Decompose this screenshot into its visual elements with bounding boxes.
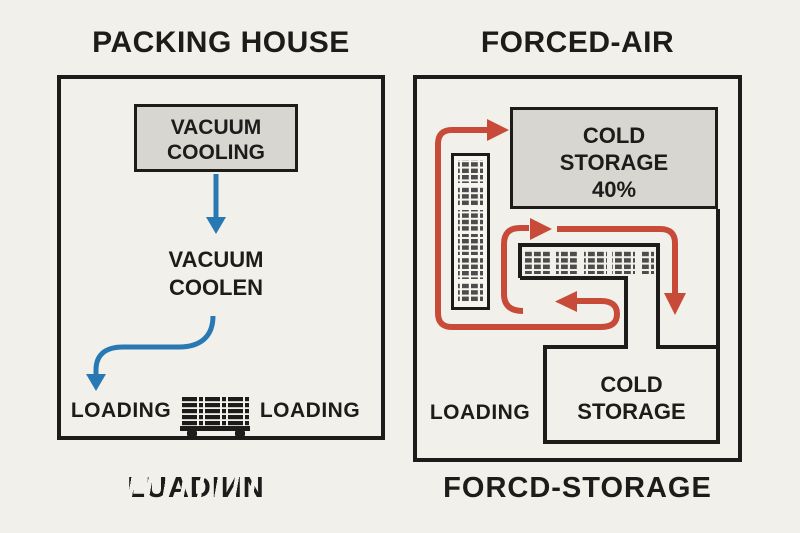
red-airflow-arrows [435,119,686,330]
packing-house-panel: VACUUM COOLING VACUUM COOLEN LOADING LOA… [57,75,385,440]
blue-down-arrow-icon [206,174,226,234]
cold-storage-room-label: COLD STORAGE [577,372,686,424]
packing-house-diagram [86,174,250,436]
right-caption: FORCD-STORAGE [443,472,712,504]
cold-storage-40-box: COLD STORAGE 40% [510,107,718,209]
pallet-row-icon [524,250,654,274]
loading-left-label: LOADING [70,399,172,422]
fan-coil-icon [451,153,490,310]
interior-walls [518,209,720,444]
vacuum-cooling-box: VACUUM COOLING [134,104,298,172]
loading-label: LOADING [429,401,531,424]
loading-right-label: LOADING [259,399,361,422]
blue-curved-arrow-icon [86,315,216,391]
right-panel-title: FORCED-AIR [480,26,675,59]
forced-air-panel: COLD STORAGE 40% COLD STORAGE LOADING [413,75,742,462]
pallet-icon [180,397,250,436]
left-panel-title: PACKING HOUSE [92,26,350,59]
left-caption: LUADIИN [33,471,359,506]
vacuum-cooling-line2: COOLING [167,141,265,164]
vacuum-coolen-label: VACUUM COOLEN [168,247,264,300]
forced-air-diagram [435,119,720,444]
vacuum-cooling-line1: VACUUM [170,116,262,139]
